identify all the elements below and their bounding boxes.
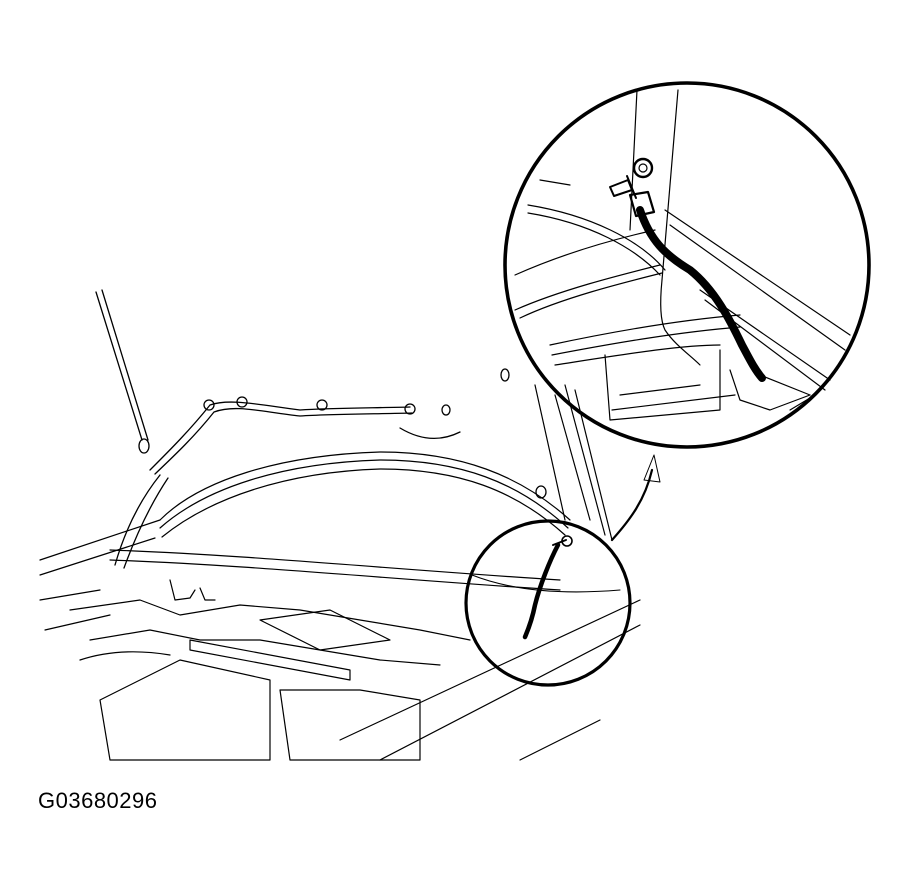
hood-hinge-pillar (339, 384, 641, 761)
engine-components (39, 579, 471, 761)
hood-prop-rod (95, 289, 150, 454)
wiring-harness (114, 368, 547, 569)
detail-circle-small (464, 519, 632, 687)
detail-circle-large (503, 81, 871, 449)
hood-seal (39, 451, 571, 591)
callout-arrow (610, 454, 661, 542)
figure-caption: G03680296 (38, 788, 158, 813)
